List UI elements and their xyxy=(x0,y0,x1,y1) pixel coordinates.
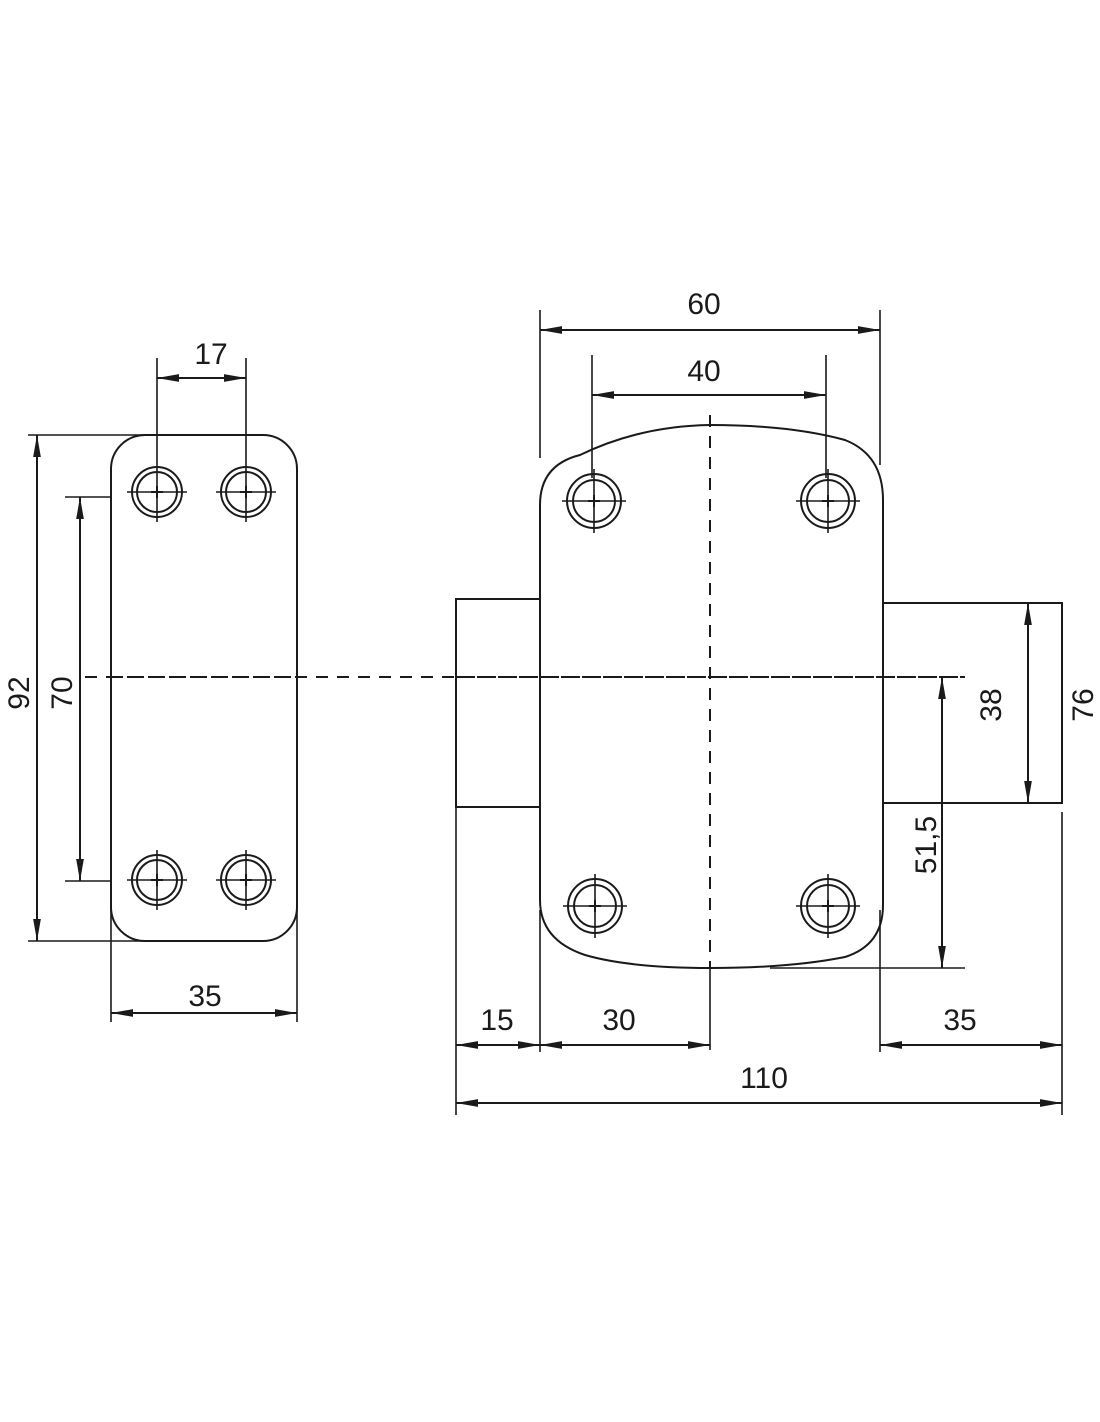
screw-hole-icon xyxy=(216,850,276,910)
strike-plate: 17 92 70 35 xyxy=(3,338,298,1022)
body-holes xyxy=(562,469,860,938)
plate-outline xyxy=(110,434,298,942)
screw-hole-icon xyxy=(796,874,860,938)
dim-plate-hole-spacing: 17 xyxy=(194,338,227,371)
dim-total-height: 76 xyxy=(1067,688,1100,721)
screw-hole-icon xyxy=(562,469,626,533)
dim-body-hole-spacing: 40 xyxy=(687,355,720,388)
lock-body: 60 40 38 76 51,5 15 30 35 110 xyxy=(455,288,1100,1115)
body-outline xyxy=(539,423,884,970)
dim-plate-width: 35 xyxy=(188,980,221,1013)
screw-hole-icon xyxy=(216,462,276,522)
screw-hole-icon xyxy=(127,462,187,522)
dim-overall-length: 110 xyxy=(740,1062,788,1095)
dim-right-projection: 35 xyxy=(943,1004,976,1037)
dim-body-width: 60 xyxy=(687,288,720,321)
dim-left-projection: 15 xyxy=(480,1004,513,1037)
bolt xyxy=(882,602,1063,804)
plate-holes xyxy=(127,462,276,910)
screw-hole-icon xyxy=(563,874,627,938)
dim-bolt-height: 38 xyxy=(975,688,1008,721)
dim-plate-height: 92 xyxy=(3,676,36,709)
screw-hole-icon xyxy=(796,469,860,533)
screw-hole-icon xyxy=(127,850,187,910)
dim-half-body: 30 xyxy=(602,1004,635,1037)
dim-center-offset: 51,5 xyxy=(910,816,943,874)
cylinder-housing xyxy=(455,598,541,808)
dim-plate-hole-vertical: 70 xyxy=(46,676,79,709)
